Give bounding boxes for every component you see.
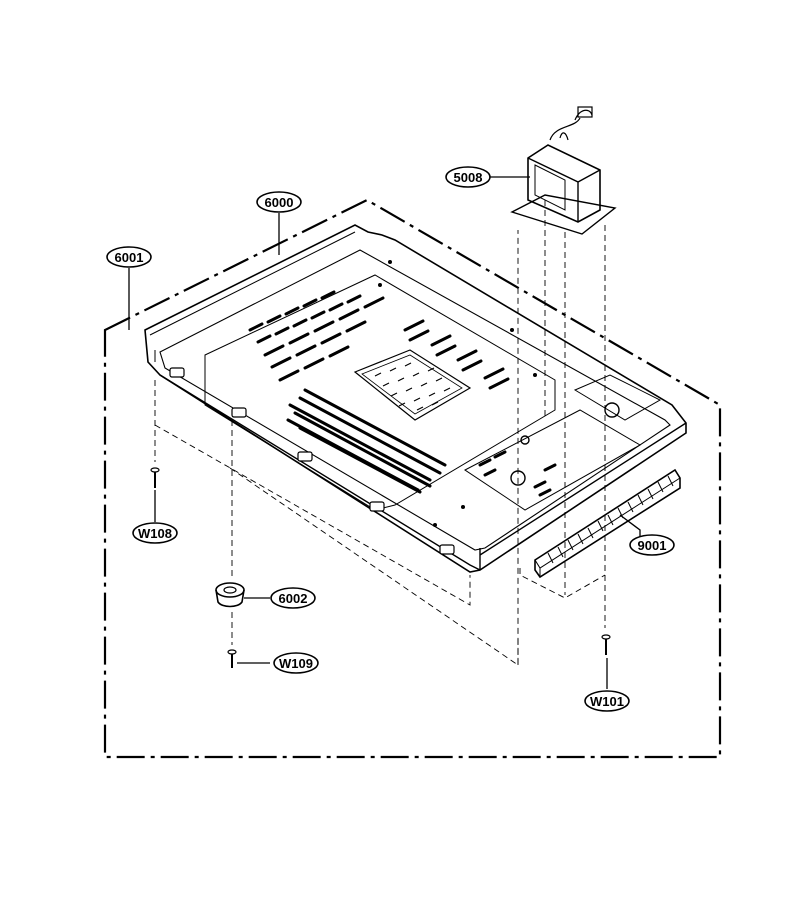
callout-label: W101 (590, 694, 624, 709)
alignment-lines (154, 200, 606, 666)
foot-6002 (215, 582, 245, 608)
gasket-strip-9001 (534, 468, 681, 579)
base-feet (169, 367, 455, 555)
callout-6000: 6000 (256, 191, 302, 213)
vent-grid-holes (374, 362, 451, 411)
callout-label: 5008 (454, 170, 483, 185)
callout-label: 6001 (115, 250, 144, 265)
vent-slots-lower (286, 388, 447, 494)
screw-w109 (227, 649, 237, 668)
callout-9001: 9001 (629, 534, 675, 556)
assembly-boundary (103, 198, 722, 759)
callout-label: W108 (138, 526, 172, 541)
callout-w108: W108 (132, 522, 178, 544)
callout-label: 6002 (279, 591, 308, 606)
callout-6002: 6002 (270, 587, 316, 609)
callout-w109: W109 (273, 652, 319, 674)
vent-slots-upper (248, 290, 510, 390)
screw-w108 (150, 467, 160, 488)
callout-5008: 5008 (445, 166, 491, 188)
callout-label: 9001 (638, 538, 667, 553)
callout-label: 6000 (265, 195, 294, 210)
callout-w101: W101 (584, 690, 630, 712)
callout-6001: 6001 (106, 246, 152, 268)
transformer-5008 (510, 106, 617, 235)
screw-w101 (601, 634, 611, 655)
callout-label: W109 (279, 656, 313, 671)
base-plate-6000 (144, 224, 687, 573)
leader-lines (128, 176, 641, 689)
